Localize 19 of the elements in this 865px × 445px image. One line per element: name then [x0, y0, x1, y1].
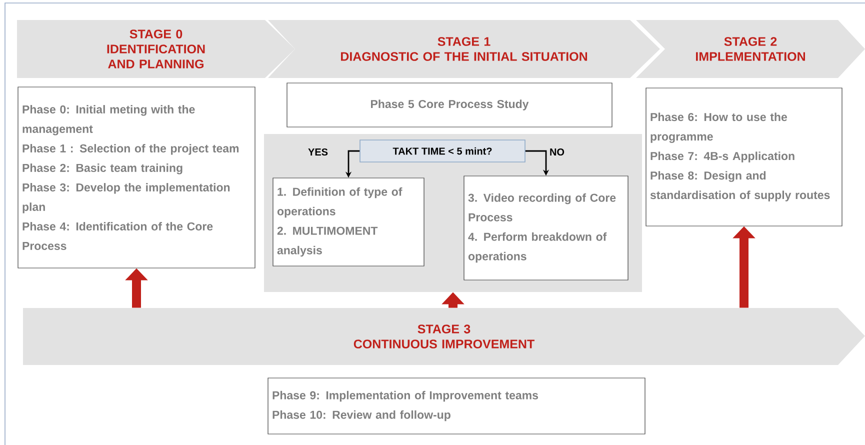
- phase-box: 3. Video recording of Core Process 4. Perform breakdown of operations: [464, 176, 628, 280]
- node-label: IDENTIFICATION AND PLANNING: [107, 44, 205, 68]
- stage-banner: STAGE 0 IDENTIFICATION AND PLANNING: [17, 20, 295, 78]
- phase-box: Phase 9: Implementation of Improvement teams Phase 10: Review and follow-up: [268, 378, 646, 434]
- node-label: IMPLEMENTATION: [696, 52, 805, 61]
- edge-label: NO: [550, 148, 564, 156]
- node-label: STAGE 2: [724, 37, 777, 46]
- phase-box: Phase 6: How to use the programme Phase 7: 4B-s Application Phase 8: Design and standardisation of supply routes: [646, 88, 842, 226]
- stage-banner: STAGE 1 DIAGNOSTIC OF THE INITIAL SITUATION: [268, 20, 660, 78]
- phase-box: Phase 5 Core Process Study: [286, 82, 612, 128]
- phase-box: 1. Definition of type of operations 2. MULTIMOMENT analysis: [272, 178, 424, 266]
- stage-banner: STAGE 3 CONTINUOUS IMPROVEMENT: [23, 308, 865, 365]
- edge-label: YES: [308, 148, 328, 156]
- node-label: STAGE 1: [438, 37, 490, 46]
- stage-banner: STAGE 2 IMPLEMENTATION: [636, 20, 865, 78]
- phase-box: Phase 0: Initial meting with the management Phase 1 : Selection of the project team Phase 2: Basic team training Phase 3: Develop the implementation plan Phase 4: Identification of the Core Process: [18, 86, 256, 268]
- node-label: DIAGNOSTIC OF THE INITIAL SITUATION: [341, 52, 588, 61]
- node-label: STAGE 0: [130, 30, 182, 38]
- decision-box: TAKT TIME < 5 mint?: [360, 140, 526, 162]
